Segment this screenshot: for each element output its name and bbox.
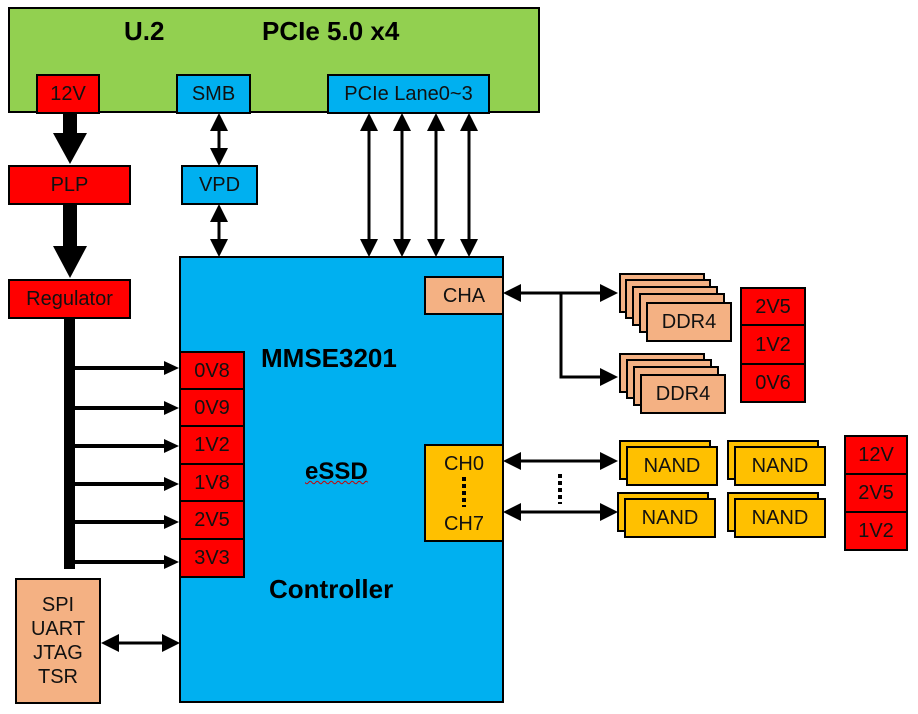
debug-uart: UART (30, 618, 86, 640)
interface-label: PCIe 5.0 x4 (262, 16, 400, 46)
power-trunk-plp-reg (63, 205, 77, 250)
ddr4-chip: DDR4 (646, 302, 732, 342)
nand-rail-2v5: 2V5 (844, 473, 908, 513)
controller-type: eSSD (305, 458, 368, 485)
controller-rails: 0V8 0V9 1V2 1V8 2V5 3V3 (179, 351, 245, 578)
controller-name: MMSE3201 (261, 343, 397, 373)
rail-0v8: 0V8 (179, 351, 245, 390)
ch0-label: CH0 (443, 453, 484, 475)
ddr4-chip: DDR4 (640, 374, 726, 414)
plp-block: PLP (8, 165, 131, 205)
power-trunk-12v-plp (63, 113, 77, 135)
rail-3v3: 3V3 (179, 538, 245, 578)
rail-feed-heads (164, 361, 179, 569)
pin-12v: 12V (36, 74, 100, 114)
nand-chip: NAND (734, 498, 826, 538)
debug-jtag: JTAG (33, 642, 83, 664)
cha-port: CHA (424, 276, 504, 315)
nand-rails: 12V 2V5 1V2 (844, 435, 908, 551)
channel-ellipsis (462, 474, 562, 507)
dram-rail-0v6: 0V6 (740, 363, 806, 403)
dram-rail-1v2: 1V2 (740, 324, 806, 365)
signal-links (101, 113, 618, 652)
vpd-block: VPD (181, 165, 258, 205)
power-bus (64, 319, 75, 569)
form-factor-label: U.2 (124, 16, 165, 46)
ch7-label: CH7 (443, 513, 484, 535)
power-flow-arrows (53, 113, 87, 569)
rail-1v2: 1V2 (179, 425, 245, 465)
nand-chip: NAND (734, 446, 826, 486)
rail-feed-arrows (74, 366, 166, 564)
debug-spi: SPI (41, 594, 75, 616)
rail-0v9: 0V9 (179, 388, 245, 427)
nand-chip: NAND (624, 498, 716, 538)
controller-label: Controller (269, 574, 394, 604)
debug-block: SPI UART JTAG TSR (15, 578, 101, 704)
dram-rail-2v5: 2V5 (740, 287, 806, 326)
nand-chip: NAND (626, 446, 718, 486)
power-arrowhead (53, 133, 87, 164)
rail-1v8: 1V8 (179, 463, 245, 502)
regulator-block: Regulator (8, 279, 131, 319)
cha-ddr2-branch (559, 293, 618, 386)
dram-rails: 2V5 1V2 0V6 (740, 287, 806, 403)
debug-tsr: TSR (38, 666, 78, 688)
power-arrowhead (53, 246, 87, 278)
nand-rail-1v2: 1V2 (844, 511, 908, 551)
